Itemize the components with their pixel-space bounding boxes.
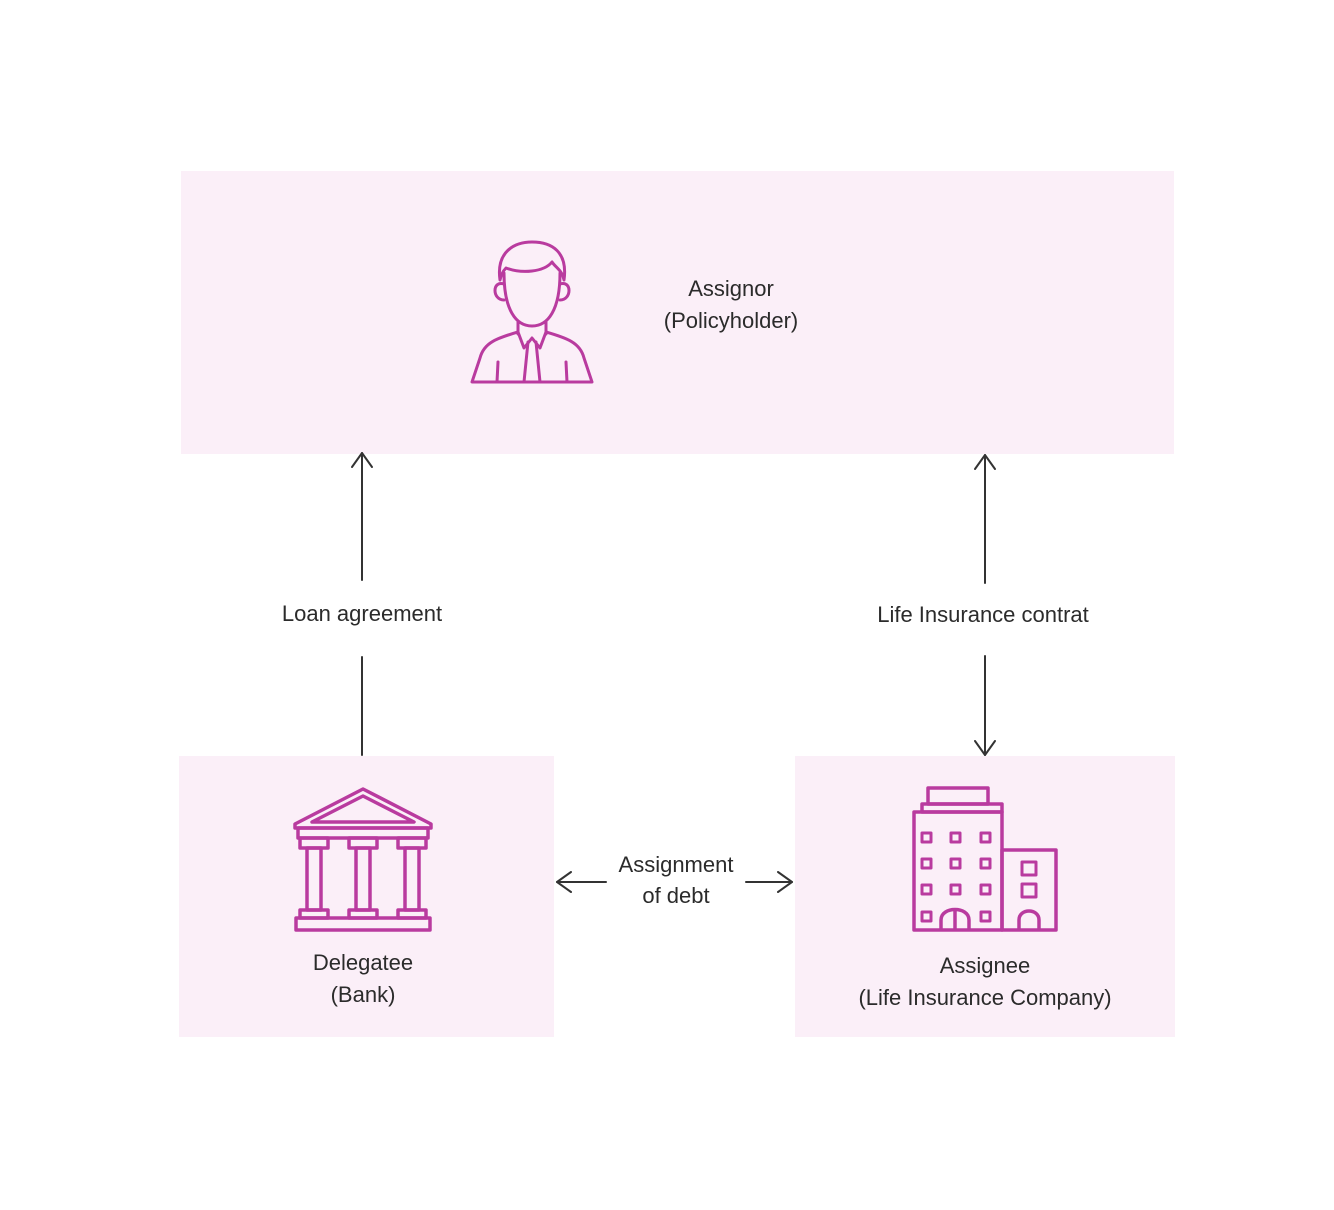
assignment-of-debt-line1: Assignment [618,852,734,877]
assignee-detail: (Life Insurance Company) [858,985,1112,1010]
assignor-label: Assignor (Policyholder) [664,273,799,337]
bank-icon [293,787,433,932]
loan-agreement-label: Loan agreement [281,601,443,626]
assignment-of-debt-label: Assignment of debt [619,849,734,911]
assignor-detail: (Policyholder) [663,308,799,333]
life-insurance-contract-label: Life Insurance contrat [877,602,1089,627]
assignee-role: Assignee [939,953,1031,978]
delegatee-box [179,756,554,1037]
assignor-box [181,171,1174,454]
office-building-icon [912,786,1058,932]
delegatee-label: Delegatee (Bank) [313,947,413,1011]
life-insurance-contract-arrow [974,454,996,756]
assignment-of-debt-line2: of debt [642,883,710,908]
assignee-label: Assignee (Life Insurance Company) [858,950,1111,1014]
loan-agreement-arrow [351,452,373,756]
assignor-role: Assignor [688,276,774,301]
assignment-of-debt-arrow [556,871,793,893]
delegatee-detail: (Bank) [330,982,396,1007]
person-icon [470,240,594,384]
delegatee-role: Delegatee [312,950,414,975]
